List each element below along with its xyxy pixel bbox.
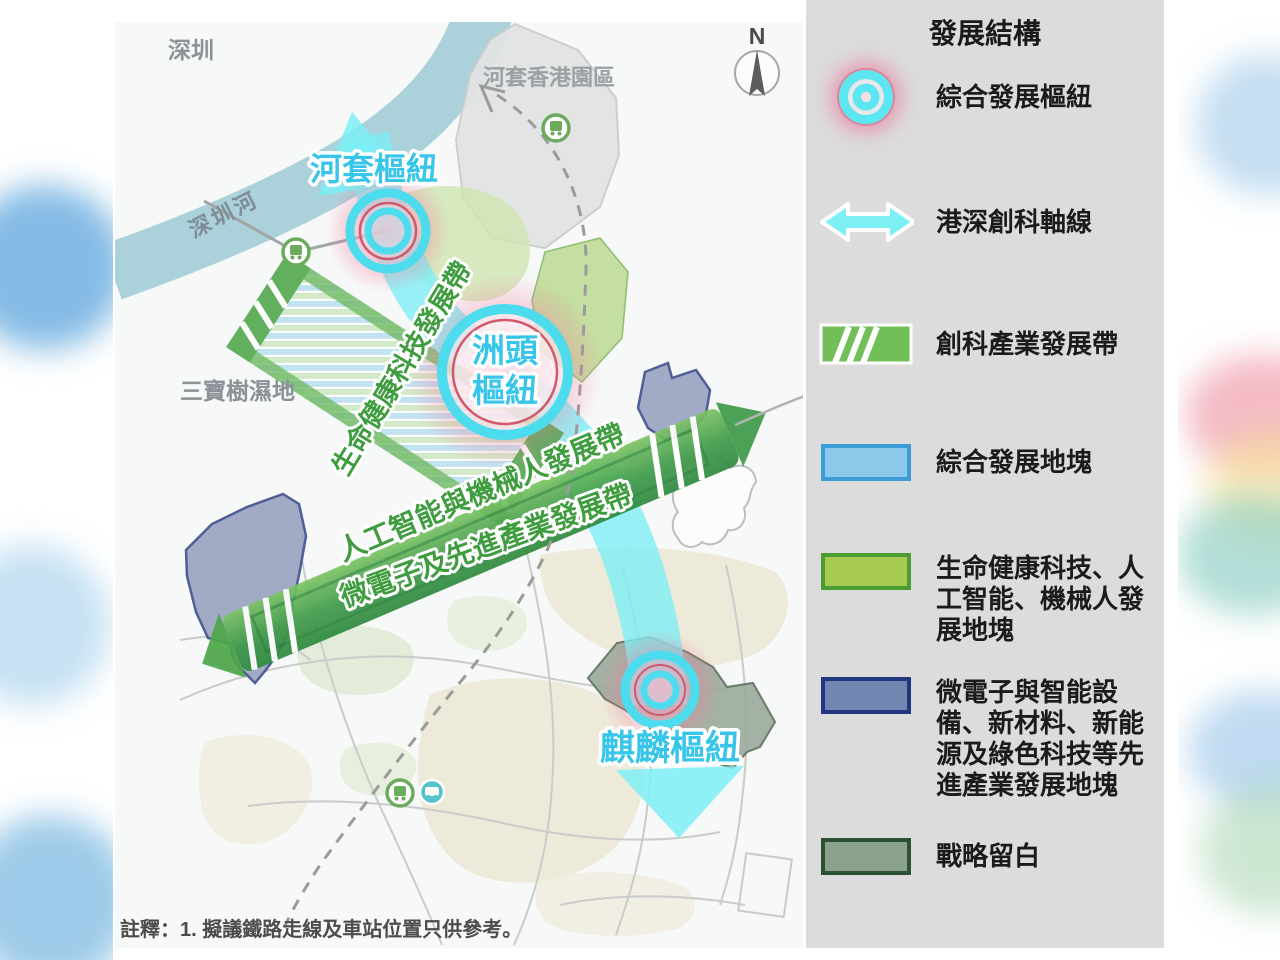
- decor-blob: [1200, 785, 1280, 915]
- hub-ring-icon: [839, 70, 893, 124]
- decor-blob: [1186, 355, 1280, 475]
- hub-ring-center-dot: [852, 83, 880, 111]
- compass-n-label: N: [749, 23, 766, 49]
- blue-swatch: [821, 444, 911, 481]
- legend-item-label: 微電子與智能設備、新材料、新能源及綠色科技等先進產業發展地塊: [936, 677, 1145, 800]
- legend-item-label: 創科產業發展帶: [936, 328, 1119, 359]
- road-to-edge: [734, 395, 803, 427]
- decor-blob: [1206, 430, 1280, 540]
- decor-blob: [1188, 690, 1280, 810]
- legend-item-axis: 港深創科軸線: [818, 199, 1168, 245]
- legend-item-micro: 微電子與智能設備、新材料、新能源及綠色科技等先進產業發展地塊: [818, 677, 1168, 801]
- legend-item-life-ai: 生命健康科技、人工智能、機械人發展地塊: [818, 553, 1168, 646]
- label-hub-zhoutou-line2: 樞紐: [472, 372, 538, 409]
- legend-item-label: 港深創科軸線: [936, 206, 1093, 237]
- compass-needle: [749, 50, 765, 96]
- hub-marker-zhoutou: [407, 274, 603, 470]
- hub-marker-kilin: [600, 630, 720, 750]
- rail-station-icon: [541, 113, 571, 143]
- bus-station-icon: [418, 778, 446, 806]
- label-hub-hetao: 河套樞紐: [310, 151, 438, 187]
- railway-arrowhead: [478, 83, 506, 113]
- hub-marker-hetao: [326, 169, 450, 293]
- decor-blob: [0, 545, 110, 705]
- label-hetao-park: 河套香港園區: [483, 65, 615, 90]
- olive-swatch: [821, 838, 911, 875]
- decor-blob: [0, 815, 113, 960]
- right-decorative-strip: [1178, 0, 1280, 960]
- label-wetland: 三寶樹濕地: [180, 378, 295, 404]
- legend-panel: 發展結構 綜合發展樞紐 港深創科軸線: [806, 0, 1164, 948]
- double-arrow-icon: [820, 202, 914, 242]
- map-footnote: 註釋：1. 擬議鐵路走線及車站位置只供參考。: [120, 917, 522, 941]
- legend-title: 發展結構: [928, 18, 1041, 49]
- decor-blob: [1196, 55, 1280, 195]
- belt-industry-band: [202, 402, 766, 678]
- legend-item-comprehensive: 綜合發展地塊: [818, 444, 1168, 481]
- axis-arrowhead-south: [616, 766, 744, 838]
- lime-swatch: [821, 553, 911, 590]
- legend-item-hub: 綜合發展樞紐: [818, 70, 1168, 124]
- striped-green-swatch: [819, 323, 913, 365]
- legend-item-reserve: 戰略留白: [818, 838, 1168, 875]
- legend-item-label: 綜合發展地塊: [936, 447, 1093, 477]
- proposed-railway: [281, 83, 588, 931]
- navy-swatch: [821, 677, 911, 714]
- map-area: N 深圳 河套香港園區 深圳河 三寶樹濕地 生命健康科技發展帶 人工智能與機械人…: [115, 22, 803, 948]
- label-hub-kilin: 麒麟樞紐: [600, 729, 740, 768]
- rail-station-icon: [281, 237, 311, 267]
- legend-item-label: 生命健康科技、人工智能、機械人發展地塊: [936, 553, 1145, 645]
- decor-blob: [0, 185, 113, 350]
- left-decorative-strip: [0, 0, 113, 960]
- legend-item-label: 戰略留白: [936, 841, 1041, 871]
- label-shenzhen: 深圳: [168, 37, 214, 63]
- label-hub-zhoutou-line1: 洲頭: [472, 332, 539, 369]
- legend-item-label: 綜合發展樞紐: [936, 81, 1093, 112]
- rail-station-icon: [385, 778, 415, 808]
- decor-blob: [1178, 495, 1280, 615]
- legend-item-itech-belt: 創科產業發展帶: [818, 323, 1168, 365]
- compass: N: [734, 23, 780, 96]
